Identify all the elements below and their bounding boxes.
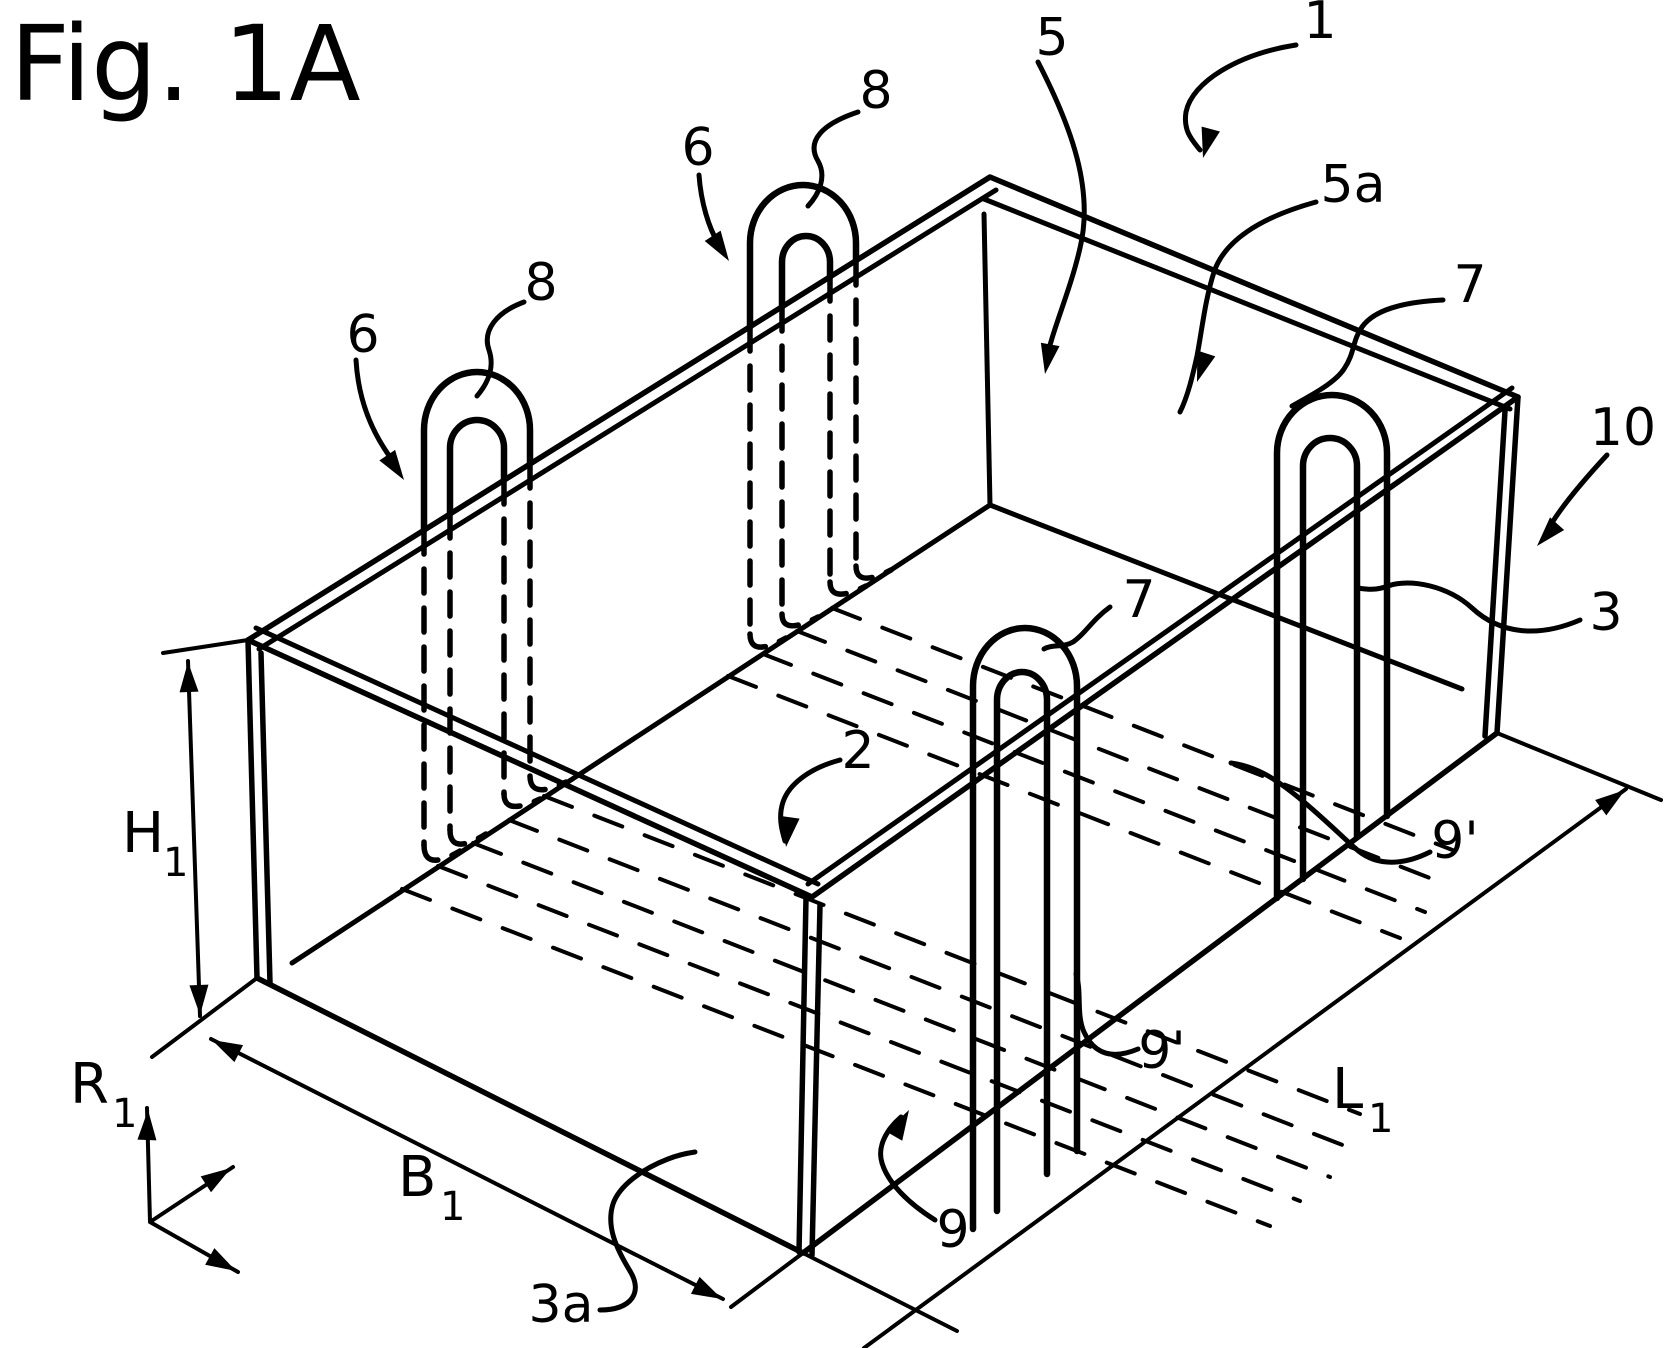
loop-back-left-inner [446, 416, 508, 518]
axes-r1 [145, 1106, 240, 1274]
dimension-lines [145, 638, 1663, 1348]
loop-back-left-outer [420, 368, 534, 534]
loop-front-right-outer [969, 624, 1081, 1233]
figure-title: Fig. 1A [10, 3, 361, 125]
dim-label-r1: R1 [70, 1052, 137, 1137]
rim-inner-back-right [981, 196, 1513, 412]
leader-3 [1355, 580, 1583, 634]
loop-back-middle-inner [778, 232, 834, 311]
interior-back-corner [981, 211, 993, 508]
leader-10 [1547, 452, 1610, 529]
ref-label-3: 3 [1589, 583, 1622, 643]
ref-label-10: 10 [1590, 398, 1656, 458]
ref-label-9p-front: 9' [1138, 1021, 1185, 1081]
ref-label-7-back: 7 [1453, 255, 1486, 315]
band-front-rows [400, 794, 1362, 1228]
loop-back-right-inner [1299, 434, 1361, 883]
rim-inner-front-right [805, 385, 1515, 887]
dim-line-l1 [862, 787, 1628, 1348]
extension-lines [150, 638, 1663, 1333]
hidden-dash-lines [421, 258, 894, 863]
arrow-r1-se [205, 1248, 241, 1280]
leader-5a [1177, 199, 1319, 415]
rim-inner-back-left [256, 187, 999, 652]
loop-back-left-hidden [421, 461, 533, 848]
leader-9p-front [1073, 971, 1141, 1057]
arrow-h1-bottom [189, 984, 210, 1016]
ref-label-6-left: 6 [346, 305, 379, 365]
arrow-h1-top [178, 661, 199, 693]
ref-label-9p-back: 9' [1431, 811, 1478, 871]
arrow-r1-up [137, 1109, 158, 1141]
arrow-5 [1035, 342, 1060, 376]
loop-back-middle-feet [747, 563, 894, 650]
band-interior-rows [726, 606, 1457, 940]
dim-label-h1: H1 [122, 801, 188, 886]
rim-inner-front-left [253, 625, 821, 887]
arrow-b1-left [207, 1031, 244, 1063]
inner-bands [400, 606, 1457, 1228]
corner-edge-left [245, 637, 273, 986]
loop-back-middle-hidden [747, 258, 859, 637]
corner-edge-right [1482, 394, 1521, 739]
ref-label-1: 1 [1303, 0, 1336, 51]
ref-label-9: 9 [936, 1200, 969, 1260]
ref-label-2: 2 [841, 721, 874, 781]
leader-1 [1182, 42, 1299, 153]
ref-label-5: 5 [1035, 8, 1068, 68]
arrow-10 [1529, 517, 1565, 553]
leader-9p-back [1228, 760, 1433, 865]
floor-right-junction [987, 502, 1465, 692]
loop-back-left-feet [421, 773, 569, 863]
dim-line-h1 [186, 659, 202, 1018]
leader-2 [778, 757, 843, 844]
corner-edge-front [796, 895, 823, 1258]
box-outline [245, 174, 1521, 1258]
leader-5 [1035, 59, 1087, 365]
ref-label-6-mid: 6 [681, 118, 714, 178]
leader-3a [597, 1149, 698, 1313]
ref-label-7-front: 7 [1122, 570, 1155, 630]
leader-6-mid [696, 172, 721, 246]
ref-label-3a: 3a [529, 1275, 594, 1335]
floor-left-junction [289, 502, 993, 966]
arrow-r1-ne [200, 1160, 237, 1193]
arrow-9 [885, 1105, 918, 1141]
arrow-b1-right [690, 1276, 727, 1308]
ref-label-8-left: 8 [524, 253, 557, 313]
leader-7-front [1041, 604, 1113, 652]
ref-label-8-mid: 8 [859, 61, 892, 121]
loop-back-right-outer [1273, 391, 1391, 902]
leader-8-mid [805, 109, 861, 209]
interior-lines [289, 211, 1465, 966]
arrow-6-mid [704, 230, 737, 267]
dim-line-b1 [209, 1037, 725, 1301]
reference-labels: 5 1 5a 7 10 3 7 2 6 8 6 8 9 9' 9' 3a [346, 0, 1656, 1335]
loop-back-middle-outer [746, 181, 860, 331]
leader-8-left [474, 299, 527, 399]
arrow-6-left [379, 449, 412, 486]
dim-label-b1: B1 [398, 1145, 465, 1230]
ref-label-5a: 5a [1321, 155, 1386, 215]
leader-7-back [1289, 297, 1446, 409]
